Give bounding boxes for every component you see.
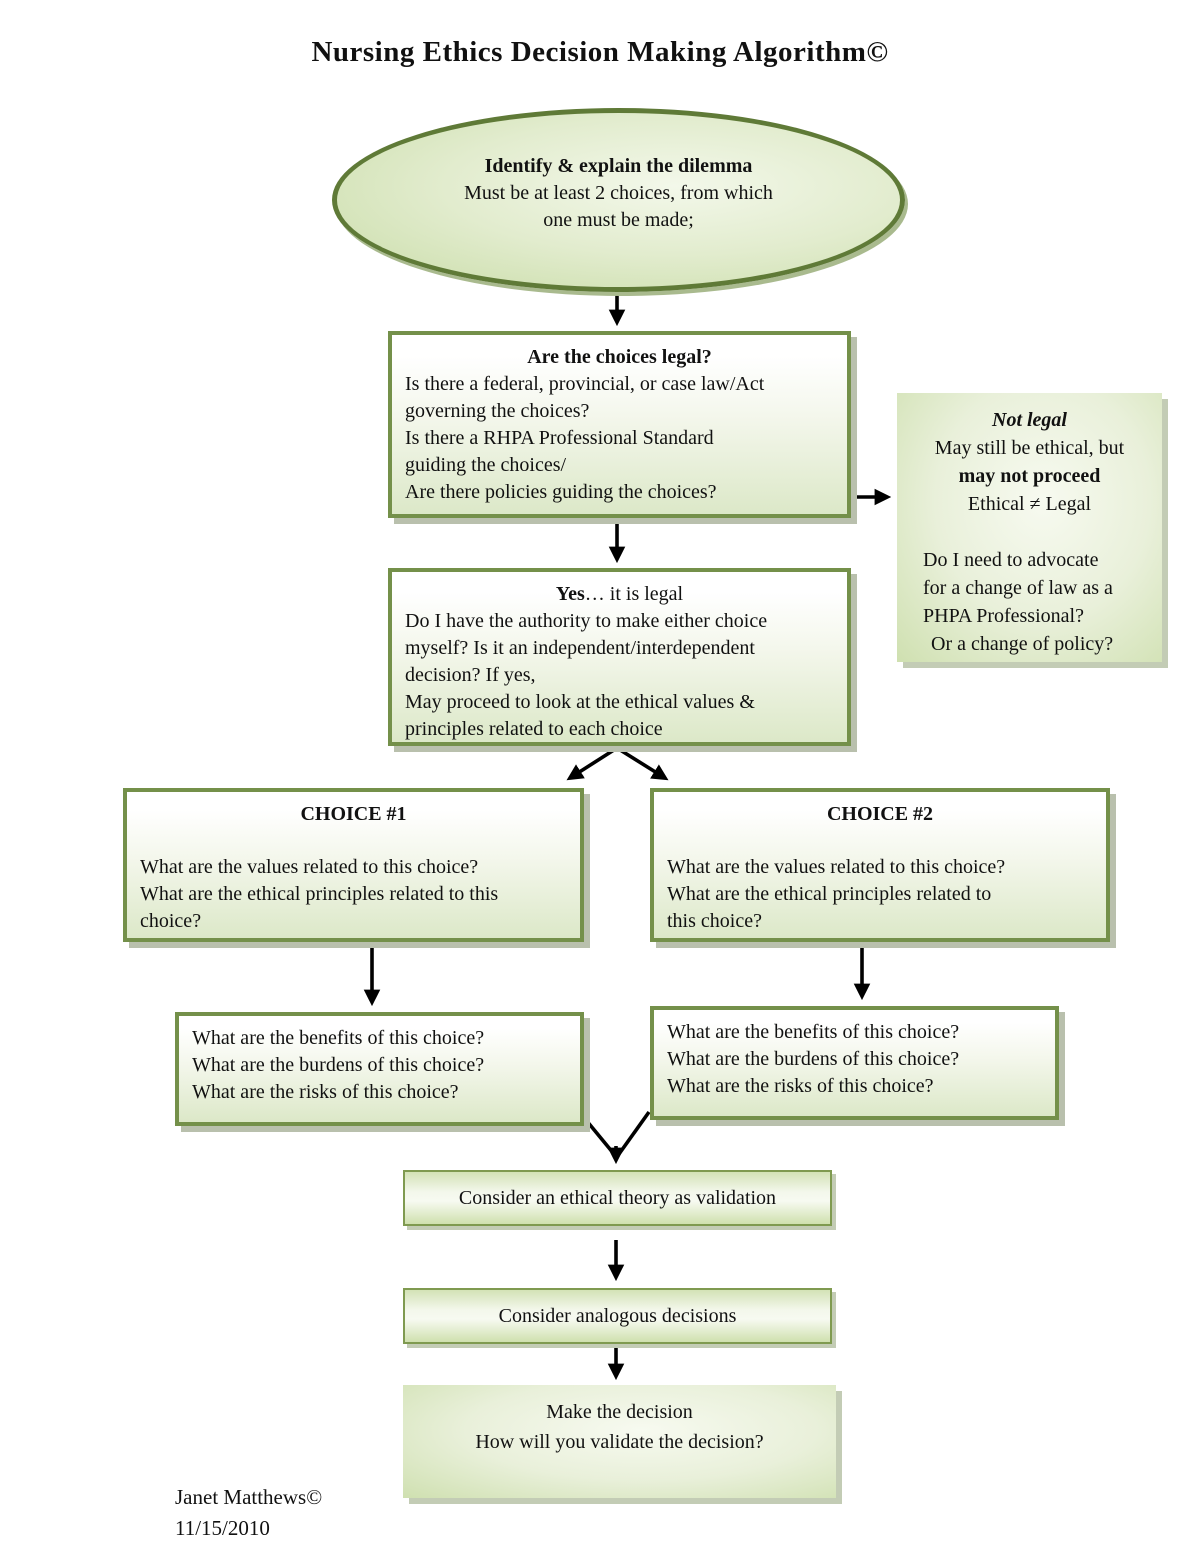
date: 11/15/2010 <box>175 1516 270 1540</box>
legal-line: Are there policies guiding the choices? <box>405 481 717 503</box>
decision-line: How will you validate the decision? <box>475 1431 764 1453</box>
node-identify-dilemma: Identify & explain the dilemma Must be a… <box>332 108 905 292</box>
choice1-line: What are the ethical principles related … <box>140 883 499 905</box>
dilemma-line: one must be made; <box>543 208 694 231</box>
arrow-yes-to-choice2 <box>616 746 669 781</box>
yes-line: May proceed to look at the ethical value… <box>405 691 755 713</box>
arrow-benefits1-to-theory <box>584 1118 616 1156</box>
legal-line: Is there a federal, provincial, or case … <box>405 373 765 395</box>
not-legal-line: PHPA Professional? <box>923 605 1084 627</box>
benefits1-line: What are the risks of this choice? <box>192 1081 459 1103</box>
benefits1-line: What are the burdens of this choice? <box>192 1054 485 1076</box>
choice2-line: What are the ethical principles related … <box>667 883 992 905</box>
footer: Janet Matthews© 11/15/2010 <box>175 1482 322 1544</box>
analogous-label: Consider analogous decisions <box>498 1304 737 1327</box>
node-ethical-theory: Consider an ethical theory as validation <box>403 1170 832 1226</box>
not-legal-line: may not proceed <box>958 465 1101 487</box>
author-credit: Janet Matthews© <box>175 1485 323 1509</box>
legal-line: governing the choices? <box>405 400 590 422</box>
not-legal-heading: Not legal <box>992 409 1067 431</box>
benefits2-line: What are the burdens of this choice? <box>667 1048 960 1070</box>
node-choice-2: CHOICE #2 What are the values related to… <box>650 788 1110 942</box>
choice1-line: choice? <box>140 910 202 932</box>
yes-line: decision? If yes, <box>405 664 536 686</box>
choice2-heading: CHOICE #2 <box>826 803 934 825</box>
decision-line: Make the decision <box>546 1401 693 1423</box>
node-benefits-choice-1: What are the benefits of this choice? Wh… <box>175 1012 584 1126</box>
choice2-line: What are the values related to this choi… <box>667 856 1006 878</box>
dilemma-line: Must be at least 2 choices, from which <box>464 181 773 204</box>
ethical-theory-label: Consider an ethical theory as validation <box>458 1186 777 1209</box>
node-analogous-decisions: Consider analogous decisions <box>403 1288 832 1344</box>
legal-heading: Are the choices legal? <box>527 346 712 368</box>
yes-line: principles related to each choice <box>405 718 663 740</box>
not-legal-line: Ethical ≠ Legal <box>967 493 1092 515</box>
dilemma-heading: Identify & explain the dilemma <box>484 154 753 177</box>
yes-heading: Yes… it is legal <box>555 583 684 605</box>
not-legal-line: Or a change of policy? <box>931 633 1114 655</box>
node-yes-legal: Yes… it is legal Do I have the authority… <box>388 568 851 746</box>
not-legal-line: Do I need to advocate <box>923 549 1099 571</box>
not-legal-line: May still be ethical, but <box>934 437 1125 459</box>
choice1-line: What are the values related to this choi… <box>140 856 479 878</box>
yes-line: Do I have the authority to make either c… <box>405 610 768 632</box>
not-legal-line: for a change of law as a <box>923 577 1113 599</box>
arrow-benefits2-to-theory <box>617 1110 651 1156</box>
arrow-yes-to-choice1 <box>566 746 618 781</box>
choice1-heading: CHOICE #1 <box>300 803 407 825</box>
node-benefits-choice-2: What are the benefits of this choice? Wh… <box>650 1006 1059 1120</box>
choice2-line: this choice? <box>667 910 762 932</box>
benefits2-line: What are the risks of this choice? <box>667 1075 934 1097</box>
node-not-legal: Not legal May still be ethical, but may … <box>897 393 1162 662</box>
benefits2-line: What are the benefits of this choice? <box>667 1021 960 1043</box>
benefits1-line: What are the benefits of this choice? <box>192 1027 485 1049</box>
node-make-decision: Make the decision How will you validate … <box>403 1385 836 1498</box>
node-choices-legal: Are the choices legal? Is there a federa… <box>388 331 851 518</box>
legal-line: Is there a RHPA Professional Standard <box>405 427 714 449</box>
not-legal-advocate: Do I need to advocate for a change of la… <box>909 546 1150 658</box>
yes-line: myself? Is it an independent/interdepend… <box>405 637 755 659</box>
legal-line: guiding the choices/ <box>405 454 567 476</box>
node-choice-1: CHOICE #1 What are the values related to… <box>123 788 584 942</box>
page-title: Nursing Ethics Decision Making Algorithm… <box>311 36 889 68</box>
